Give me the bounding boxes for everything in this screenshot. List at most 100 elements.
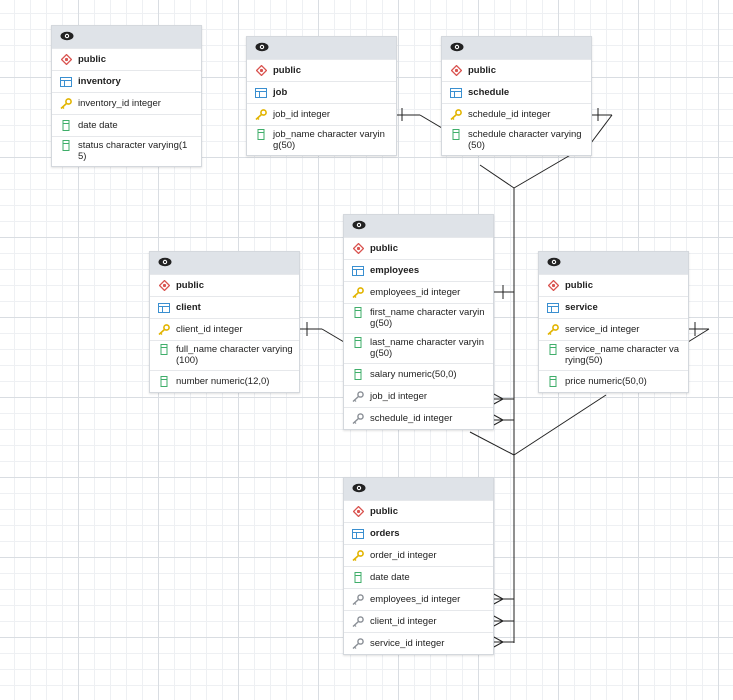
column-row[interactable]: job_id integer xyxy=(247,103,396,125)
column-icon xyxy=(158,376,170,387)
schema-icon xyxy=(158,280,170,291)
table-header[interactable] xyxy=(150,252,299,274)
schema-name: public xyxy=(370,506,398,517)
fk-icon xyxy=(352,391,364,402)
column-row[interactable]: schedule_id integer xyxy=(442,103,591,125)
table-header[interactable] xyxy=(344,478,493,500)
key-icon xyxy=(450,109,462,120)
fk-icon xyxy=(352,413,364,424)
schema-name: public xyxy=(176,280,204,291)
column-label: employees_id integer xyxy=(370,287,461,298)
table-header[interactable] xyxy=(52,26,201,48)
column-row[interactable]: client_id integer xyxy=(150,318,299,340)
column-label: number numeric(12,0) xyxy=(176,376,270,387)
column-row[interactable]: employees_id integer xyxy=(344,281,493,303)
column-row[interactable]: first_name character varying(50) xyxy=(344,303,493,333)
column-row[interactable]: inventory_id integer xyxy=(52,92,201,114)
eye-icon[interactable] xyxy=(547,257,561,270)
link-job-diag xyxy=(419,114,443,129)
table-header[interactable] xyxy=(539,252,688,274)
column-label: client_id integer xyxy=(370,616,437,627)
table-client[interactable]: public client client_id integer full_name c… xyxy=(149,251,300,393)
fk-icon xyxy=(352,616,364,627)
key-icon xyxy=(60,98,72,109)
schema-name: public xyxy=(78,54,106,65)
column-row[interactable]: client_id integer xyxy=(344,610,493,632)
table-icon xyxy=(158,302,170,313)
column-row[interactable]: service_name character varying(50) xyxy=(539,340,688,370)
column-label: salary numeric(50,0) xyxy=(370,369,457,380)
eye-icon[interactable] xyxy=(158,257,172,270)
table-name-row: job xyxy=(247,81,396,103)
eye-icon[interactable] xyxy=(450,42,464,55)
column-row[interactable]: date date xyxy=(52,114,201,136)
schema-icon xyxy=(450,65,462,76)
column-row[interactable]: date date xyxy=(344,566,493,588)
column-icon xyxy=(352,337,364,348)
column-row[interactable]: salary numeric(50,0) xyxy=(344,363,493,385)
table-icon xyxy=(450,87,462,98)
column-row[interactable]: price numeric(50,0) xyxy=(539,370,688,392)
column-icon xyxy=(352,572,364,583)
table-icon xyxy=(352,528,364,539)
table-name-row: service xyxy=(539,296,688,318)
column-row[interactable]: number numeric(12,0) xyxy=(150,370,299,392)
table-name-row: orders xyxy=(344,522,493,544)
column-icon xyxy=(60,120,72,131)
table-header[interactable] xyxy=(344,215,493,237)
column-label: job_name character varying(50) xyxy=(273,129,385,151)
column-label: service_id integer xyxy=(565,324,640,335)
column-label: client_id integer xyxy=(176,324,243,335)
schema-name: public xyxy=(468,65,496,76)
crowfoot-employees-schedule xyxy=(491,413,514,427)
table-icon xyxy=(255,87,267,98)
eye-icon[interactable] xyxy=(60,31,74,44)
schema-icon xyxy=(255,65,267,76)
column-row[interactable]: job_name character varying(50) xyxy=(247,125,396,155)
schema-icon xyxy=(547,280,559,291)
column-label: date date xyxy=(78,120,118,131)
column-row[interactable]: full_name character varying(100) xyxy=(150,340,299,370)
schema-row: public xyxy=(344,237,493,259)
column-icon xyxy=(547,344,559,355)
schema-row: public xyxy=(344,500,493,522)
schema-icon xyxy=(352,243,364,254)
key-icon xyxy=(547,324,559,335)
table-icon xyxy=(547,302,559,313)
schema-row: public xyxy=(52,48,201,70)
link-client-diag xyxy=(321,328,345,343)
schema-row: public xyxy=(150,274,299,296)
column-row[interactable]: schedule_id integer xyxy=(344,407,493,429)
eye-icon[interactable] xyxy=(255,42,269,55)
column-label: date date xyxy=(370,572,410,583)
column-label: status character varying(15) xyxy=(78,140,188,162)
schema-icon xyxy=(60,54,72,65)
eye-icon[interactable] xyxy=(352,483,366,496)
column-icon xyxy=(352,369,364,380)
column-row[interactable]: employees_id integer xyxy=(344,588,493,610)
column-row[interactable]: service_id integer xyxy=(344,632,493,654)
column-row[interactable]: last_name character varying(50) xyxy=(344,333,493,363)
column-row[interactable]: order_id integer xyxy=(344,544,493,566)
column-row[interactable]: schedule character varying(50) xyxy=(442,125,591,155)
link-service-drop xyxy=(687,328,710,343)
table-header[interactable] xyxy=(247,37,396,59)
column-row[interactable]: status character varying(15) xyxy=(52,136,201,166)
column-row[interactable]: service_id integer xyxy=(539,318,688,340)
schema-name: public xyxy=(273,65,301,76)
column-label: service_name character varying(50) xyxy=(565,344,680,366)
schema-row: public xyxy=(539,274,688,296)
column-row[interactable]: job_id integer xyxy=(344,385,493,407)
eye-icon[interactable] xyxy=(352,220,366,233)
table-header[interactable] xyxy=(442,37,591,59)
table-name: client xyxy=(176,302,201,313)
column-label: price numeric(50,0) xyxy=(565,376,647,387)
key-icon xyxy=(352,550,364,561)
